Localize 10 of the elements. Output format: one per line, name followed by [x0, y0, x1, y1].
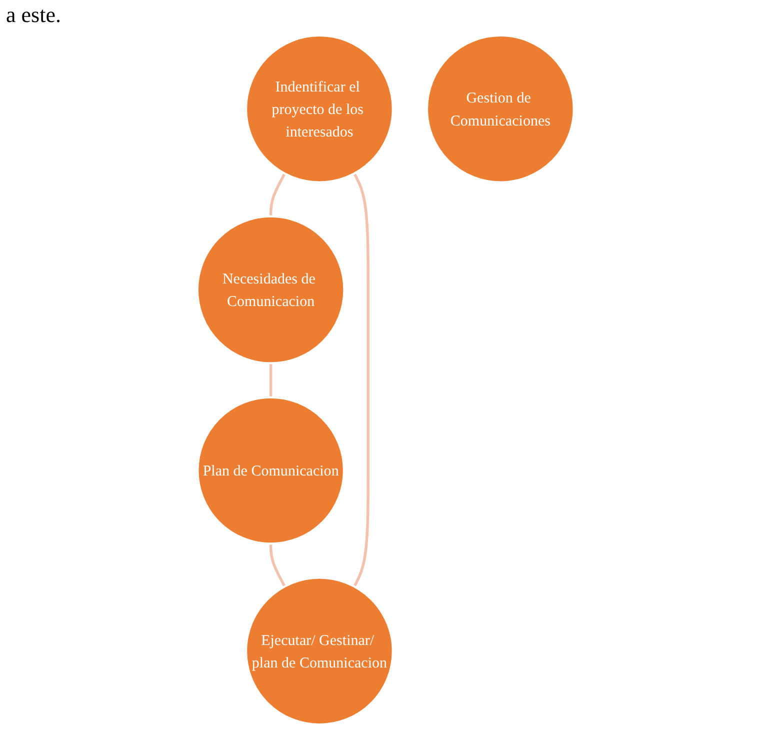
node-circle: Plan de Comunicacion [196, 396, 345, 545]
node-circle: Indentificar el proyecto de los interesados [244, 34, 394, 184]
node-circle: Necesidades de Comunicacion [196, 215, 346, 364]
node-circle: Gestion de Comunicaciones [426, 34, 575, 184]
node-circle: Ejecutar/ Gestinar/ plan de Comunicacion [244, 576, 394, 726]
text-fragment: a este. [6, 2, 61, 27]
connector [269, 363, 272, 398]
connector [269, 172, 286, 216]
connector [352, 172, 370, 588]
connector [269, 544, 286, 588]
